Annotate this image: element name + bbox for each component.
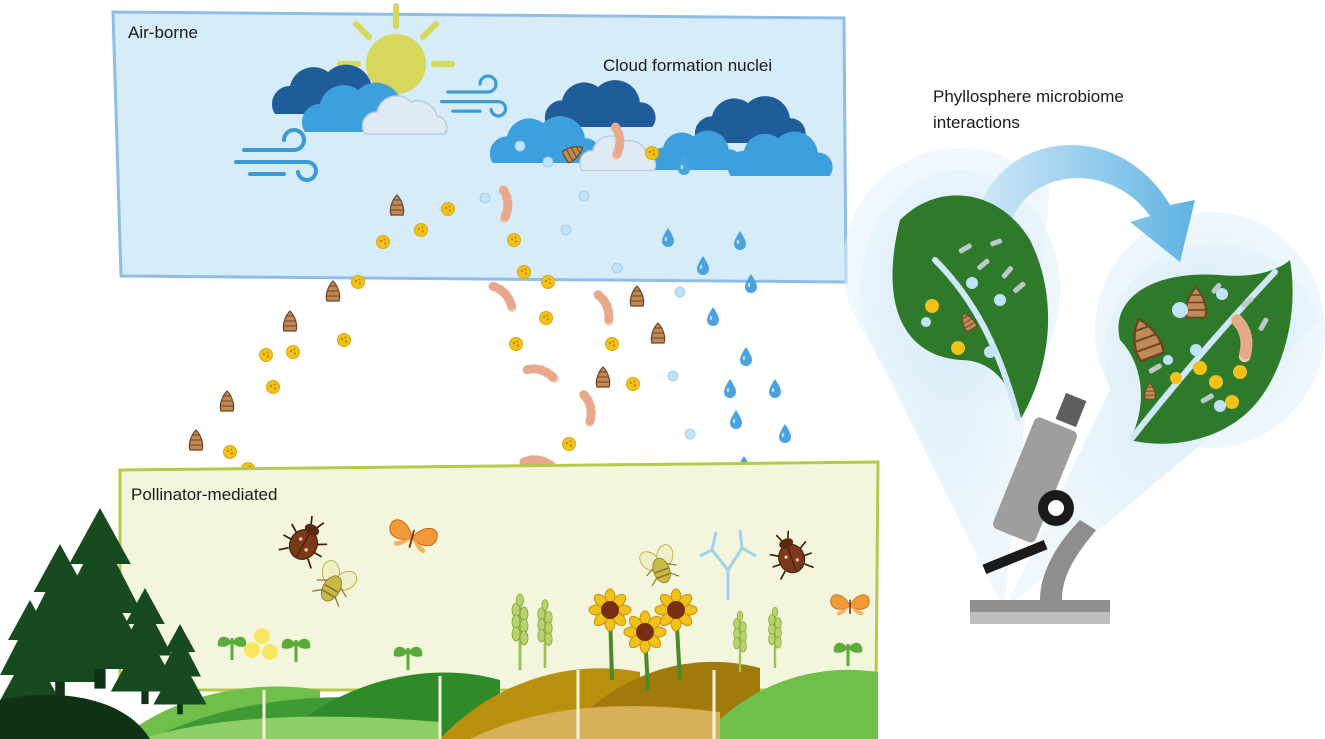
leaf-icon (892, 195, 1049, 421)
arrow-icon (980, 144, 1195, 262)
tree-icon (0, 508, 207, 739)
sunflower-icon (244, 588, 698, 691)
phyllosphere-title-line1: Phyllosphere microbiome (933, 87, 1124, 106)
pollinator-panel: Pollinator-mediated (118, 460, 880, 692)
sun-icon (337, 3, 455, 94)
leaf-icon (1118, 260, 1293, 444)
cloud-formation-nuclei-label: Cloud formation nuclei (603, 56, 772, 75)
microscope-icon (970, 392, 1110, 624)
airborne-panel-title: Air-borne (128, 23, 198, 42)
phyllosphere-title-line2: interactions (933, 113, 1020, 132)
field-hills (120, 661, 878, 739)
phyllosphere-section: Phyllosphere microbiome interactions (842, 87, 1325, 624)
pollinator-panel-title: Pollinator-mediated (131, 485, 277, 504)
fungal-mycelium-icon (699, 529, 757, 600)
